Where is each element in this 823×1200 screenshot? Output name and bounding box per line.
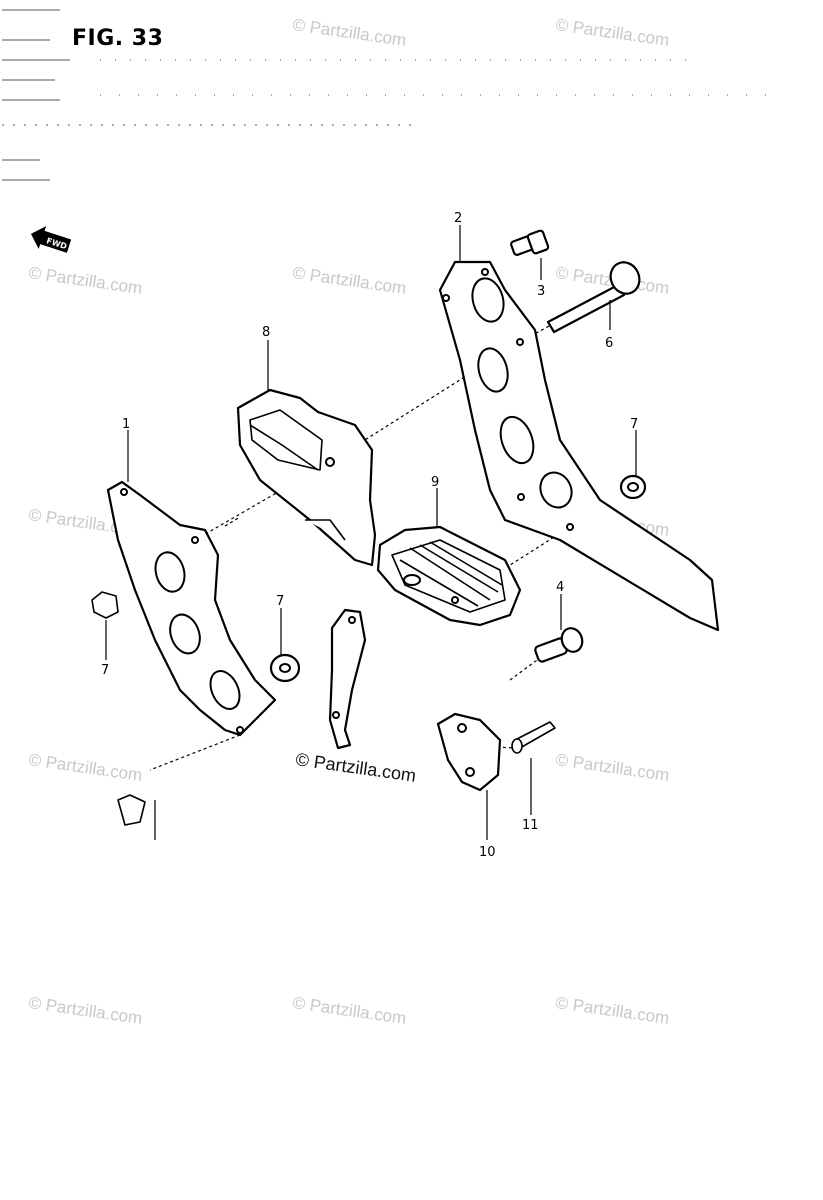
callout-3: 3 <box>537 284 545 299</box>
callout-8: 8 <box>262 325 270 340</box>
watermark: © Partzilla.com <box>291 993 407 1028</box>
callout-4: 4 <box>556 580 564 595</box>
callout-leaders <box>105 225 637 840</box>
callout-2: 2 <box>454 211 462 226</box>
watermark: © Partzilla.com <box>291 263 407 298</box>
callout-7-left: 7 <box>101 663 109 678</box>
part-2-rear-plate <box>438 260 720 632</box>
callout-6: 6 <box>605 336 613 351</box>
figure-title: FIG. 33 <box>72 26 164 51</box>
part-7-nut-center <box>269 653 301 683</box>
callout-11: 11 <box>522 818 539 833</box>
part-11-pin <box>511 721 556 754</box>
watermark: © Partzilla.com <box>27 263 143 298</box>
callout-numbers: 1 2 3 4 6 7 7 7 8 9 10 11 <box>101 211 638 860</box>
watermark-center: © Partzilla.com <box>294 749 417 786</box>
part-1-front-plate <box>106 480 277 737</box>
part-7-nut-right <box>619 474 647 500</box>
watermark: © Partzilla.com <box>554 750 670 785</box>
scan-noise <box>2 9 780 181</box>
watermark: © Partzilla.com <box>554 15 670 50</box>
part-6-long-bolt <box>546 261 641 334</box>
part-8-bracket <box>236 388 377 567</box>
callout-7-center: 7 <box>276 594 284 609</box>
callout-7-right: 7 <box>630 417 638 432</box>
callout-1: 1 <box>122 417 130 432</box>
watermark: © Partzilla.com <box>554 993 670 1028</box>
part-4-bolt <box>534 627 584 663</box>
part-10-small-plate <box>436 712 502 792</box>
callout-10: 10 <box>479 845 496 860</box>
part-3-bolt <box>510 229 550 256</box>
washer-lower-left <box>117 794 146 826</box>
watermark: © Partzilla.com <box>27 750 143 785</box>
callout-9: 9 <box>431 475 439 490</box>
part-7-nut-left <box>91 591 119 619</box>
hanger-arm <box>328 608 367 750</box>
watermark: © Partzilla.com <box>291 15 407 50</box>
part-9-footrest-pad <box>376 525 522 627</box>
fwd-arrow-icon: FWD <box>30 226 72 253</box>
watermark: © Partzilla.com <box>27 993 143 1028</box>
